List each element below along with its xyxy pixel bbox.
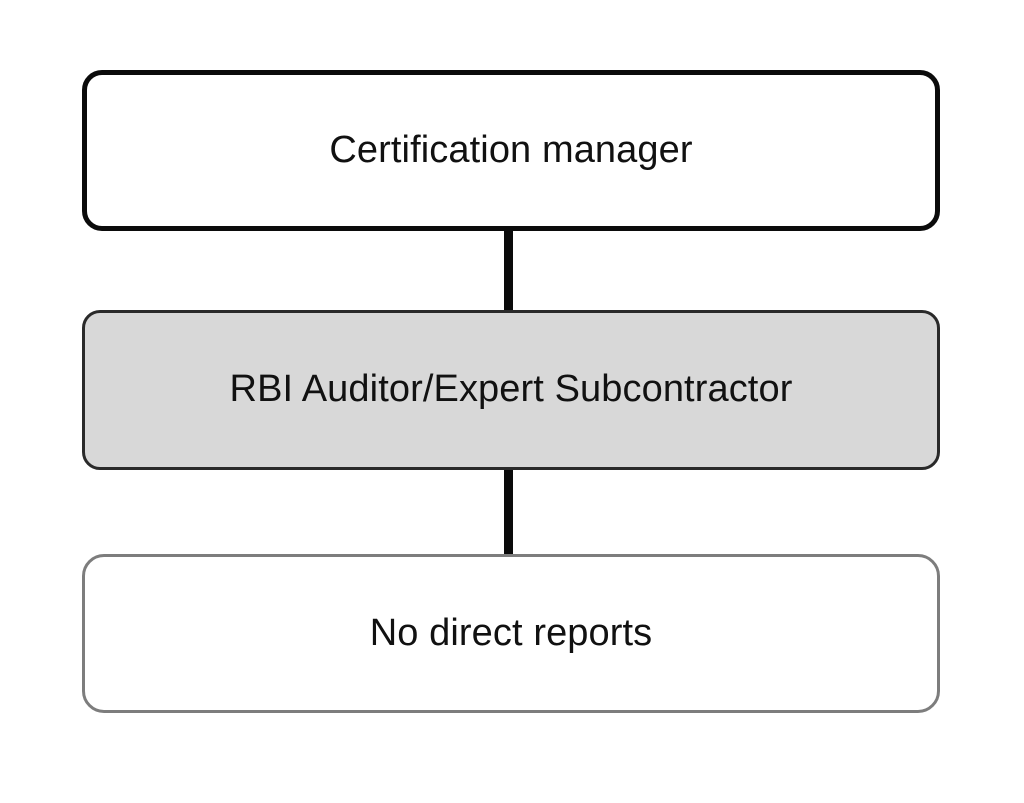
connector-manager-to-current — [504, 228, 513, 314]
node-label-rbi-auditor-expert-subcontractor: RBI Auditor/Expert Subcontractor — [229, 368, 793, 411]
node-certification-manager[interactable]: Certification manager — [82, 70, 940, 231]
connector-current-to-reports — [504, 468, 513, 556]
node-no-direct-reports[interactable]: No direct reports — [82, 554, 940, 713]
node-label-no-direct-reports: No direct reports — [369, 611, 653, 654]
node-rbi-auditor-expert-subcontractor[interactable]: RBI Auditor/Expert Subcontractor — [82, 310, 940, 470]
node-label-certification-manager: Certification manager — [329, 128, 693, 171]
